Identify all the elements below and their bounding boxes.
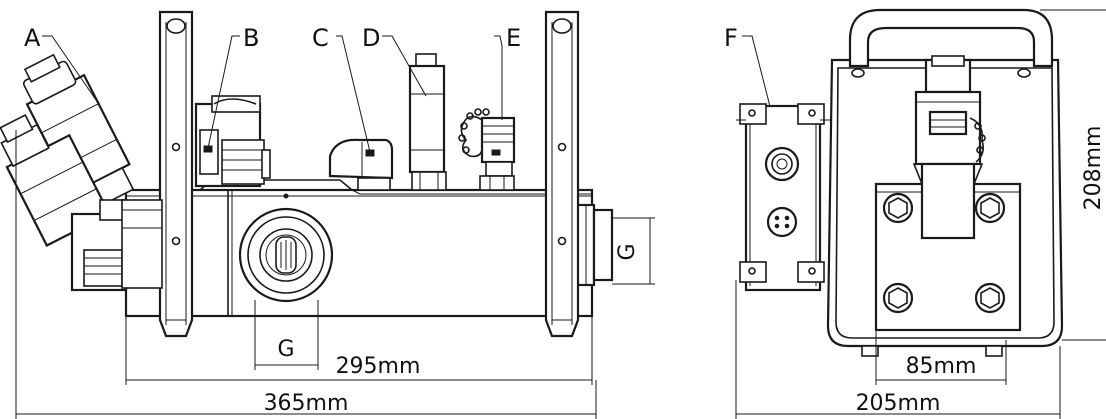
dim-295mm: 295mm xyxy=(336,354,421,379)
side-view xyxy=(735,8,1106,419)
dim-g-horizontal: G xyxy=(277,337,294,362)
dim-205mm: 205mm xyxy=(856,391,941,416)
label-d: D xyxy=(362,24,380,52)
dim-365mm: 365mm xyxy=(264,391,349,416)
front-dimensions xyxy=(15,130,655,419)
front-view xyxy=(0,10,777,419)
bolts xyxy=(882,192,1006,314)
label-f: F xyxy=(724,24,738,52)
leader-lines xyxy=(42,35,777,153)
side-dimensions xyxy=(735,9,1106,419)
center-column xyxy=(912,55,986,240)
valve-a xyxy=(0,53,163,292)
sensor-d xyxy=(408,53,447,191)
label-a: A xyxy=(24,24,41,52)
dim-85mm: 85mm xyxy=(906,354,977,379)
valve-b xyxy=(194,95,271,188)
label-e: E xyxy=(506,24,521,52)
cap-c xyxy=(328,138,394,191)
front-port xyxy=(238,193,334,303)
dim-g-vertical: G xyxy=(615,243,640,260)
label-b: B xyxy=(243,24,259,52)
left-bracket xyxy=(158,10,194,338)
manifold-body xyxy=(124,188,594,318)
label-c: C xyxy=(312,24,329,52)
right-bracket xyxy=(544,10,580,338)
dim-208mm: 208mm xyxy=(1081,126,1106,211)
coupling-e xyxy=(458,108,516,191)
carry-handle xyxy=(848,8,1054,68)
side-panel-f xyxy=(736,103,830,292)
